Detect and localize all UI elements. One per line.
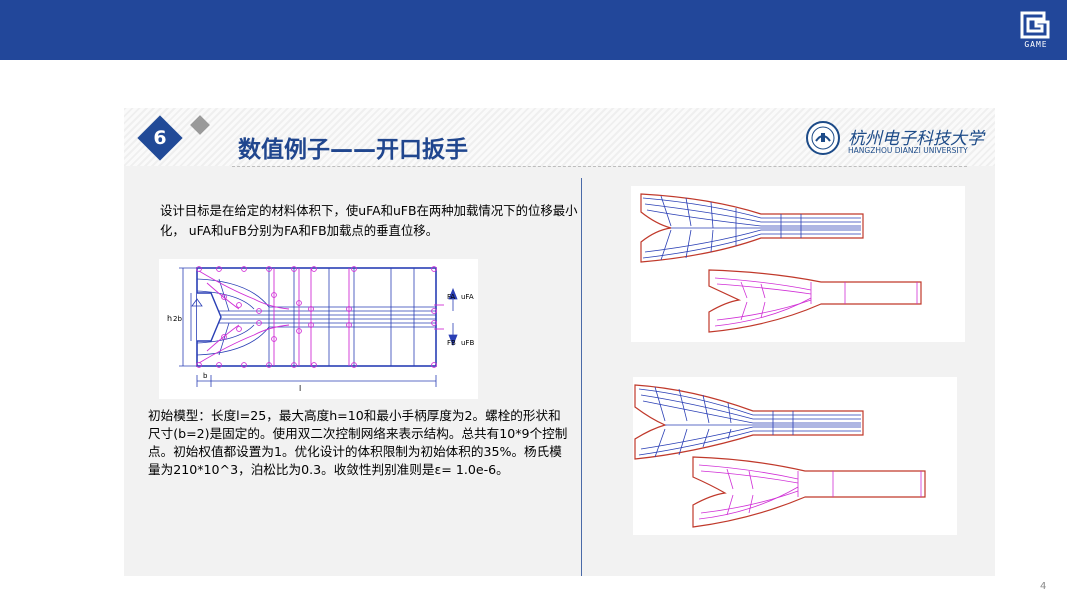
university-seal-icon bbox=[806, 121, 840, 155]
disp-ufa-label: uFA bbox=[461, 293, 474, 301]
header-strip bbox=[124, 108, 995, 166]
top-banner bbox=[0, 0, 1067, 60]
game-logo: GAME bbox=[1018, 10, 1054, 52]
dim-l-label: l bbox=[299, 384, 301, 393]
dim-h-label: h bbox=[167, 314, 172, 323]
slide-title: 数值例子——开口扳手 bbox=[238, 137, 468, 163]
column-divider bbox=[581, 178, 582, 576]
university-name-cn: 杭州电子科技大学 bbox=[848, 129, 984, 149]
model-description-text: 初始模型：长度l=25，最大高度h=10和最小手柄厚度为2。螺栓的形状和尺寸(b… bbox=[148, 408, 568, 477]
page-number: 4 bbox=[1040, 581, 1047, 592]
optimized-wrench-bottom-figure bbox=[633, 377, 957, 535]
initial-model-diagram: h 2b b l FA uFA FB uFB bbox=[159, 259, 478, 399]
section-number: 6 bbox=[153, 127, 167, 149]
optimized-wrench-top-figure bbox=[631, 186, 965, 342]
disp-ufb-label: uFB bbox=[461, 339, 474, 347]
force-fb-label: FB bbox=[447, 339, 456, 347]
force-fa-label: FA bbox=[447, 293, 455, 301]
header-divider bbox=[232, 166, 967, 167]
dim-b-label: b bbox=[203, 372, 208, 380]
design-goal-text: 设计目标是在给定的材料体积下，使uFA和uFB在两种加载情况下的位移最小化， u… bbox=[160, 203, 578, 238]
dim-2b-label: 2b bbox=[173, 315, 182, 323]
logo-text: GAME bbox=[1024, 40, 1048, 49]
university-name-en: HANGZHOU DIANZI UNIVERSITY bbox=[848, 146, 968, 155]
